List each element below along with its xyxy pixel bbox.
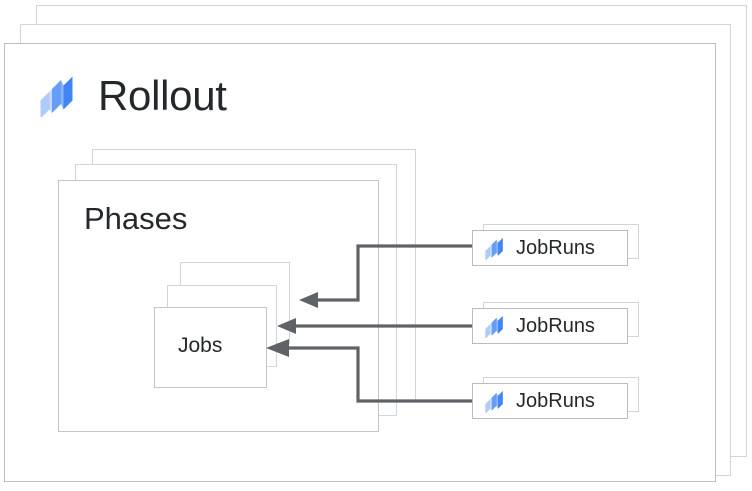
jobruns-card-front[interactable]: JobRuns <box>472 308 628 344</box>
jobruns-label: JobRuns <box>516 315 595 337</box>
jobruns-label: JobRuns <box>516 237 595 259</box>
cloud-deploy-icon <box>485 315 507 338</box>
cloud-deploy-icon <box>40 75 80 117</box>
rollout-title: Rollout <box>98 72 227 119</box>
jobruns-card-front[interactable]: JobRuns <box>472 383 628 419</box>
jobs-label: Jobs <box>178 334 223 357</box>
cloud-deploy-icon <box>485 390 507 413</box>
rollout-title-row: Rollout <box>40 66 227 126</box>
phases-label: Phases <box>84 201 188 236</box>
jobruns-card-front[interactable]: JobRuns <box>472 230 628 266</box>
jobruns-label: JobRuns <box>516 390 595 412</box>
cloud-deploy-icon <box>485 237 507 260</box>
jobs-card-front <box>154 307 267 388</box>
